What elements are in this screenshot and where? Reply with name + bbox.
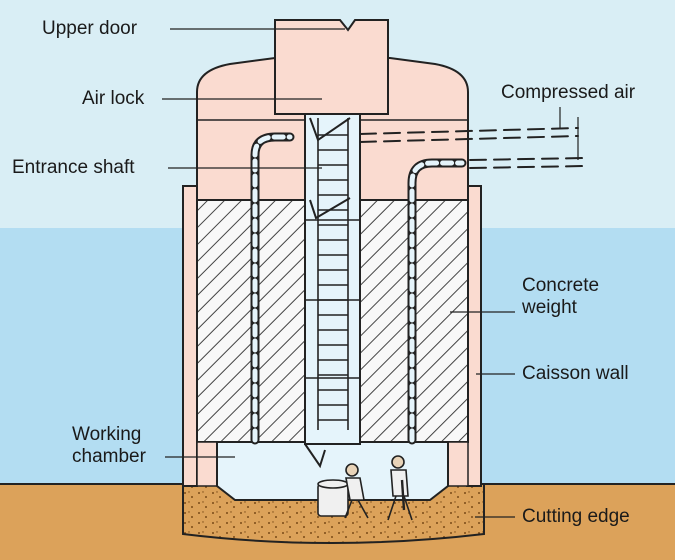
label-compressed-air: Compressed air — [501, 82, 636, 103]
caisson-wall-left — [182, 185, 198, 487]
entrance-shaft — [304, 113, 361, 445]
label-concrete-weight-line1: Concrete — [522, 275, 600, 296]
upper-door — [274, 19, 389, 115]
label-concrete-weight: Concrete weight — [522, 275, 599, 319]
label-upper-door: Upper door — [42, 18, 138, 39]
label-air-lock: Air lock — [82, 88, 145, 109]
label-working-chamber: Working chamber — [72, 424, 146, 468]
air-lock-hatch-arrow-bottom — [309, 197, 351, 220]
leader-lines — [162, 28, 579, 518]
label-cutting-edge: Cutting edge — [522, 506, 630, 527]
shaft-exit-arrow — [304, 443, 326, 469]
label-working-chamber-line1: Working — [72, 424, 142, 445]
label-concrete-weight-line2: weight — [522, 297, 577, 318]
label-entrance-shaft: Entrance shaft — [12, 157, 135, 178]
compressed-air-pipes — [250, 127, 586, 445]
caisson-wall-right — [466, 185, 482, 487]
air-lock-hatch-arrow-top — [309, 117, 351, 142]
label-working-chamber-line2: chamber — [72, 446, 146, 467]
working-chamber — [216, 441, 449, 501]
workers — [317, 455, 413, 521]
label-caisson-wall: Caisson wall — [522, 363, 629, 384]
